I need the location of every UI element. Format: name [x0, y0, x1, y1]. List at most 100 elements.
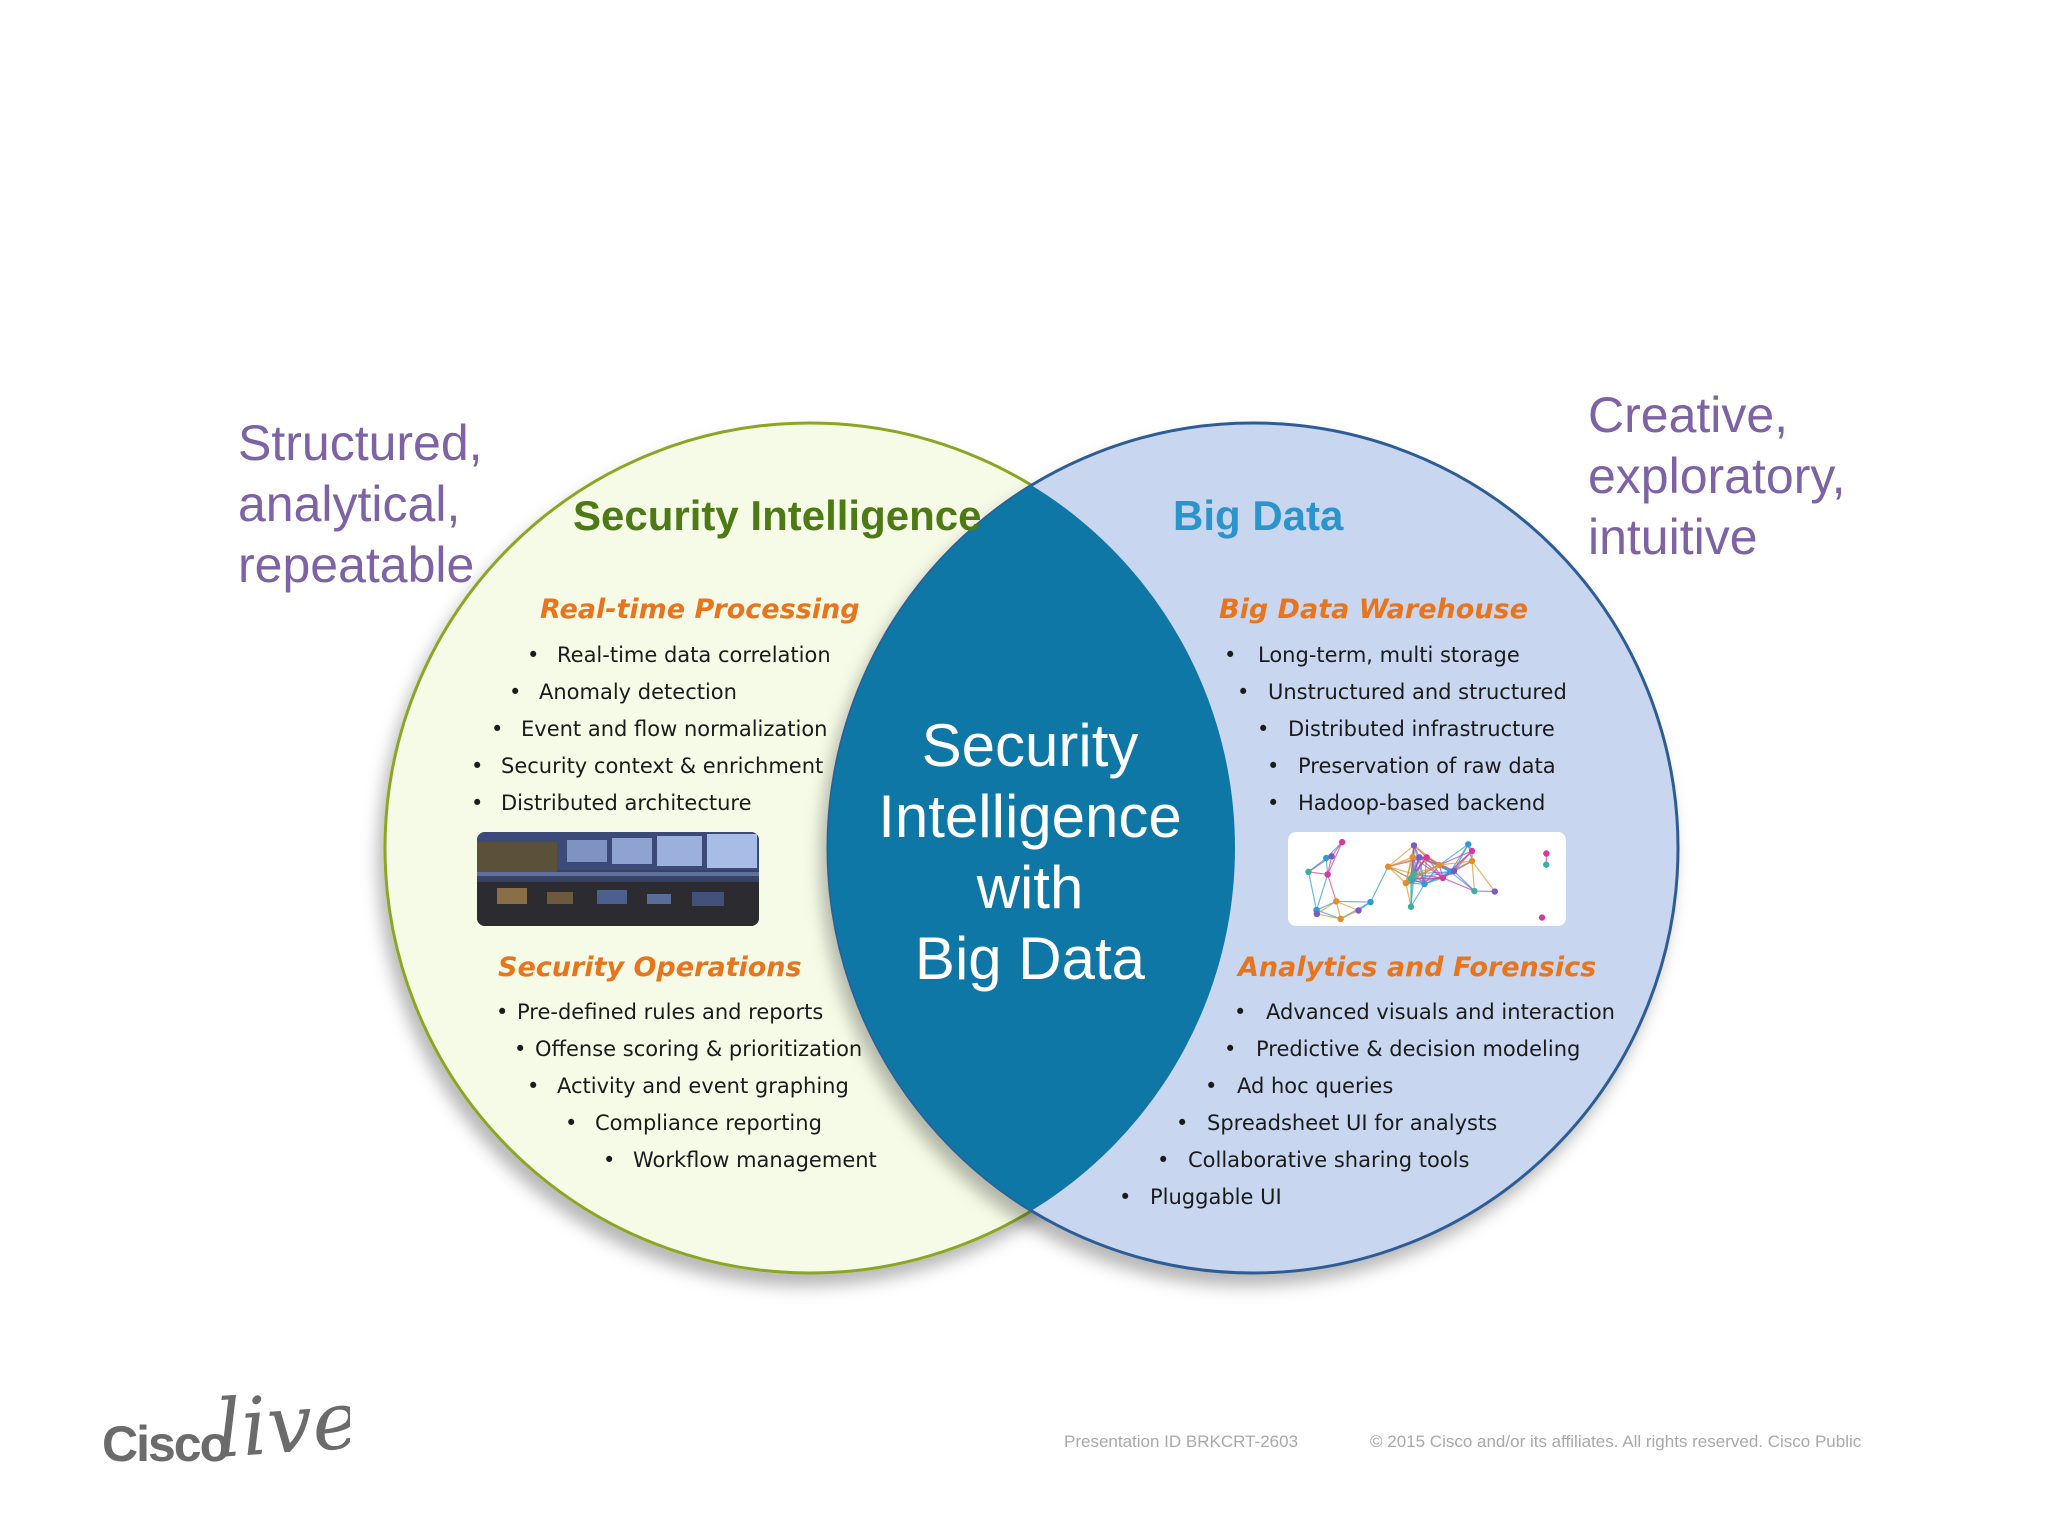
cisco-live-logo: Cisco live!: [100, 1355, 350, 1475]
left-note-line: repeatable: [238, 537, 475, 593]
security-operations-heading: Security Operations: [498, 952, 802, 983]
list-item-text: Workflow management: [633, 1148, 877, 1172]
network-edge: [1471, 860, 1476, 892]
network-edge: [1369, 866, 1389, 903]
realtime-processing-heading: Real-time Processing: [540, 594, 860, 625]
network-edge: [1410, 883, 1426, 908]
list-item: •Distributed architecture: [471, 791, 752, 815]
network-edge: [1387, 866, 1412, 880]
network-node: [1543, 861, 1550, 868]
network-edge: [1327, 874, 1337, 902]
list-item-text: Security context & enrichment: [501, 754, 824, 778]
network-edge: [1387, 844, 1415, 868]
list-item: •Distributed infrastructure: [1257, 717, 1555, 741]
network-edge: [1424, 864, 1440, 885]
list-item-text: Unstructured and structured: [1268, 680, 1567, 704]
control-room-image: [477, 832, 759, 926]
list-item: •Activity and event graphing: [527, 1074, 849, 1098]
network-node: [1384, 863, 1392, 870]
network-edge: [1327, 841, 1343, 875]
list-item-text: Long-term, multi storage: [1258, 643, 1520, 667]
network-node: [1538, 914, 1546, 921]
network-node: [1491, 888, 1499, 895]
network-edge: [1453, 850, 1473, 872]
list-item-text: Advanced visuals and interaction: [1266, 1000, 1615, 1024]
list-item: •Collaborative sharing tools: [1157, 1148, 1470, 1172]
center-label-line: Intelligence: [878, 783, 1182, 850]
network-edge: [1405, 882, 1412, 907]
network-node: [1367, 898, 1374, 906]
list-item: •Unstructured and structured: [1237, 680, 1567, 704]
list-item: •Spreadsheet UI for analysts: [1176, 1111, 1498, 1135]
network-node: [1324, 871, 1331, 878]
network-edge: [1453, 870, 1475, 892]
network-node: [1410, 842, 1418, 849]
network-edge: [1336, 900, 1371, 903]
network-node: [1450, 867, 1458, 875]
network-edge: [1316, 874, 1329, 911]
left-note-line: analytical,: [238, 476, 461, 532]
network-node: [1313, 910, 1321, 918]
list-item-text: Preservation of raw data: [1298, 754, 1556, 778]
list-item: •Compliance reporting: [565, 1111, 822, 1135]
network-node: [1328, 853, 1335, 860]
network-graph-illustration: [1305, 838, 1550, 923]
list-item-text: Distributed infrastructure: [1288, 717, 1555, 741]
network-node: [1471, 887, 1478, 895]
right-note-line: Creative,: [1588, 387, 1789, 443]
right-note-line: exploratory,: [1588, 448, 1846, 504]
network-node: [1439, 874, 1447, 882]
network-node: [1407, 875, 1415, 882]
list-item-text: Distributed architecture: [501, 791, 752, 815]
big-data-warehouse-heading: Big Data Warehouse: [1219, 594, 1528, 625]
network-node: [1402, 879, 1410, 887]
list-item: •Workflow management: [603, 1148, 877, 1172]
network-node: [1407, 903, 1415, 910]
list-item-text: Compliance reporting: [595, 1111, 822, 1135]
intersection-lens: [828, 423, 1235, 1273]
network-node: [1305, 868, 1312, 876]
list-item: •Advanced visuals and interaction: [1234, 1000, 1615, 1024]
list-item-text: Real-time data correlation: [557, 643, 831, 667]
analytics-forensics-heading: Analytics and Forensics: [1238, 952, 1597, 983]
network-edge: [1438, 843, 1469, 866]
control-room-illustration: [477, 832, 759, 926]
network-node: [1409, 853, 1416, 861]
network-node: [1323, 854, 1330, 862]
network-node: [1468, 847, 1476, 855]
footer-copyright: © 2015 Cisco and/or its affiliates. All …: [1370, 1432, 1862, 1451]
network-node: [1338, 838, 1346, 846]
list-item-text: Hadoop-based backend: [1298, 791, 1546, 815]
list-item-text: Pluggable UI: [1150, 1185, 1282, 1209]
right-side-note: Creative, exploratory, intuitive: [1588, 385, 1846, 568]
network-edge: [1387, 866, 1407, 884]
list-item-text: Pre-defined rules and reports: [517, 1000, 824, 1024]
network-edge: [1453, 860, 1473, 872]
list-item: •Predictive & decision modeling: [1224, 1037, 1581, 1061]
list-item-text: Ad hoc queries: [1237, 1074, 1394, 1098]
network-node: [1410, 870, 1418, 878]
list-item: •Anomaly detection: [509, 680, 737, 704]
network-edge: [1439, 850, 1473, 866]
footer-presentation-id: Presentation ID BRKCRT-2603: [1064, 1432, 1299, 1451]
network-edge: [1442, 877, 1475, 892]
list-item-text: Collaborative sharing tools: [1188, 1148, 1470, 1172]
network-node: [1333, 898, 1340, 905]
list-item: •Pre-defined rules and reports: [496, 1000, 824, 1024]
network-edge: [1413, 864, 1440, 875]
network-node: [1423, 854, 1430, 861]
network-edge: [1316, 913, 1341, 920]
network-edge: [1410, 877, 1443, 880]
network-node: [1337, 915, 1344, 923]
network-node: [1416, 854, 1423, 861]
list-item: •Long-term, multi storage: [1224, 643, 1520, 667]
security-intelligence-title: Security Intelligence: [573, 492, 982, 539]
network-edge: [1439, 860, 1473, 866]
list-item-text: Offense scoring & prioritization: [535, 1037, 863, 1061]
network-edge: [1453, 843, 1469, 872]
network-edge: [1387, 866, 1415, 875]
network-node: [1468, 857, 1476, 865]
list-item-text: Spreadsheet UI for analysts: [1207, 1111, 1498, 1135]
list-item: •Security context & enrichment: [471, 754, 824, 778]
